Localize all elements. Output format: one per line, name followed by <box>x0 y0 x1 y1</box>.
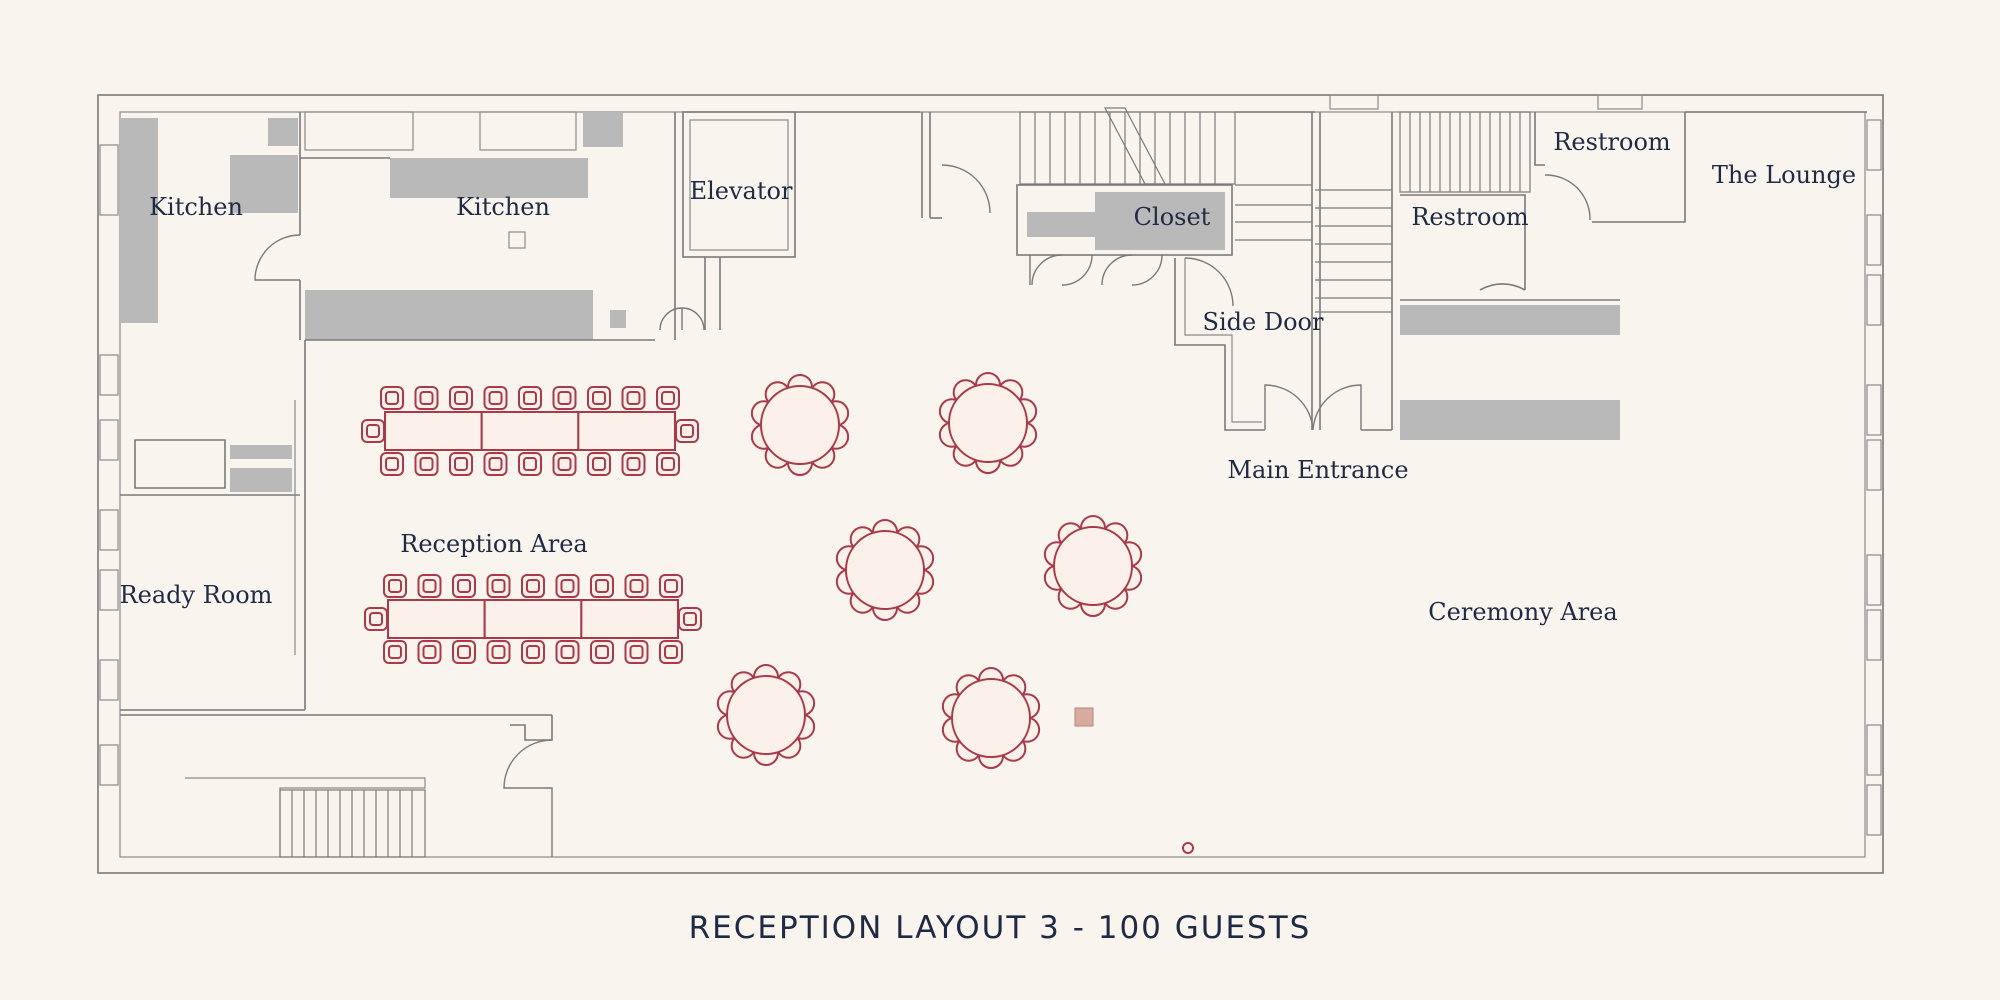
banquet-chair-seat <box>419 391 434 405</box>
round-table-4 <box>1053 526 1133 606</box>
banquet-chair-seat <box>661 391 675 405</box>
banquet-chair-seat <box>595 645 609 659</box>
banquet-chair-seat <box>526 645 540 659</box>
elevator-label: Elevator <box>690 177 793 205</box>
banquet-chair-seat <box>419 457 434 471</box>
banquet-chair-seat <box>488 391 503 405</box>
banquet-chair-seat <box>457 579 471 593</box>
banquet-table-1-section <box>480 411 580 451</box>
side-staircase <box>1235 184 1392 313</box>
banquet-chair-seat <box>454 457 468 471</box>
banquet-chair-seat <box>491 645 506 659</box>
restroom-upper-label: Restroom <box>1553 128 1671 156</box>
restroom-area <box>1399 111 1867 440</box>
banquet-table-2-section <box>483 599 583 639</box>
round-table-1 <box>760 385 840 465</box>
banquet-chair-seat <box>629 579 644 593</box>
closet-room <box>929 107 1236 286</box>
lower-staircase <box>185 777 426 858</box>
marker-dot <box>1182 842 1194 854</box>
elevator-room <box>682 111 923 330</box>
kitchen-main-label: Kitchen <box>456 193 550 221</box>
banquet-chair-seat <box>595 579 609 593</box>
upper-staircase <box>1019 107 1236 185</box>
banquet-table-1-section <box>577 411 676 451</box>
banquet-chair-seat <box>457 645 471 659</box>
banquet-chair-seat <box>422 645 437 659</box>
banquet-chair-seat <box>385 457 399 471</box>
banquet-chair-seat <box>491 579 506 593</box>
banquet-chair-seat <box>488 457 503 471</box>
banquet-table-2-section <box>580 599 679 639</box>
banquet-chair-seat <box>664 579 678 593</box>
banquet-chair-seat <box>592 457 606 471</box>
plan-title: RECEPTION LAYOUT 3 - 100 GUESTS <box>688 910 1312 946</box>
kitchen-main-room <box>300 111 705 341</box>
side-door-label: Side Door <box>1203 308 1324 336</box>
banquet-chair-seat <box>523 457 537 471</box>
room-labels: Kitchen Kitchen Elevator Closet Restroom… <box>120 128 1857 626</box>
banquet-chair-seat <box>661 457 675 471</box>
round-table-6 <box>951 678 1031 758</box>
banquet-chair-seat <box>626 457 641 471</box>
banquet-chair-seat <box>664 645 678 659</box>
round-table-3 <box>845 530 925 610</box>
closet-label: Closet <box>1134 203 1211 231</box>
banquet-chair-seat <box>454 391 468 405</box>
banquet-chair-seat <box>557 391 572 405</box>
round-table-5 <box>726 675 806 755</box>
kitchen-left-room <box>120 112 301 340</box>
ready-room-walls <box>120 340 553 857</box>
restroom-lower-label: Restroom <box>1411 203 1529 231</box>
banquet-chair-seat <box>560 579 575 593</box>
banquet-table-2-section <box>387 599 486 639</box>
banquet-chair-seat <box>626 391 641 405</box>
banquet-chair-seat <box>560 645 575 659</box>
reception-area-label: Reception Area <box>400 530 587 558</box>
banquet-chair-seat <box>388 645 402 659</box>
banquet-end-chair-seat <box>683 612 697 626</box>
banquet-chair-seat <box>422 579 437 593</box>
ceremony-area-label: Ceremony Area <box>1428 598 1617 626</box>
banquet-end-chair-seat <box>369 612 383 626</box>
main-entrance-label: Main Entrance <box>1227 456 1408 484</box>
banquet-table-1-section <box>384 411 483 451</box>
lounge-label: The Lounge <box>1712 161 1856 189</box>
banquet-chair-seat <box>385 391 399 405</box>
round-table-2 <box>948 383 1028 463</box>
banquet-chair-seat <box>523 391 537 405</box>
ready-room-label: Ready Room <box>120 581 273 609</box>
building-walls <box>97 94 1884 874</box>
banquet-chair-seat <box>629 645 644 659</box>
banquet-end-chair-seat <box>366 424 380 438</box>
marker-square <box>1074 707 1094 727</box>
kitchen-left-label: Kitchen <box>149 193 243 221</box>
banquet-chair-seat <box>388 579 402 593</box>
banquet-end-chair-seat <box>680 424 694 438</box>
seating-layout <box>361 372 1143 769</box>
side-door-area <box>1174 111 1393 431</box>
banquet-chair-seat <box>592 391 606 405</box>
banquet-chair-seat <box>526 579 540 593</box>
banquet-chair-seat <box>557 457 572 471</box>
